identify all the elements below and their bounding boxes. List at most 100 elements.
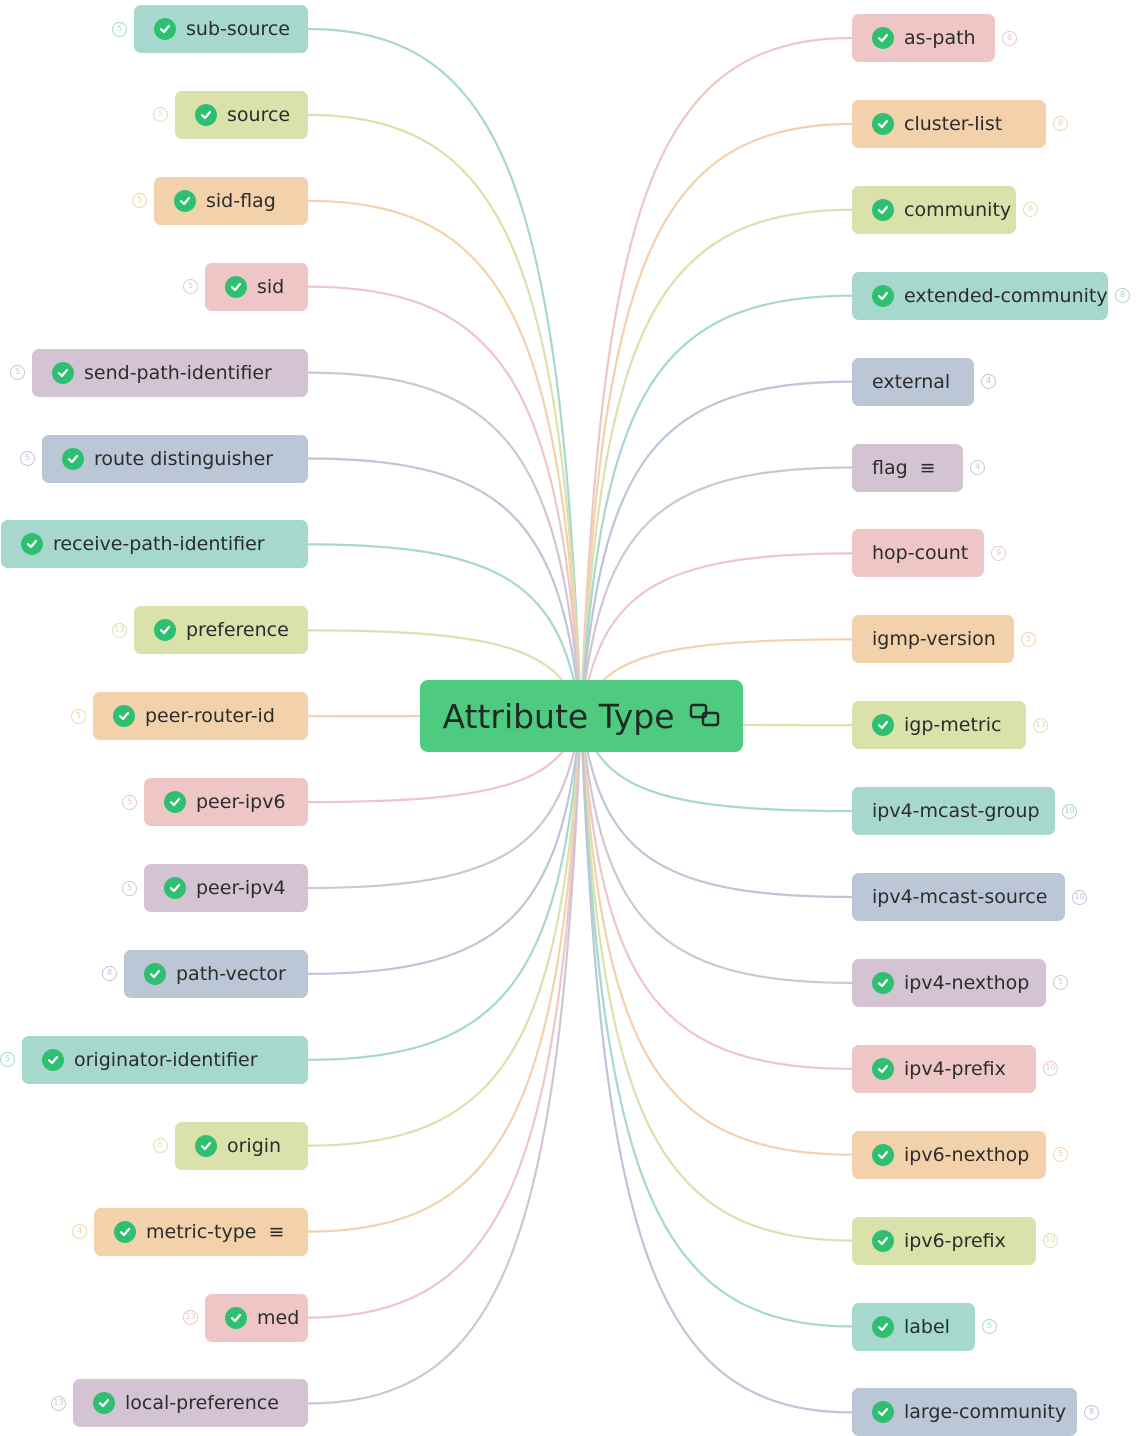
check-circle-icon: [872, 1316, 894, 1338]
link-cards-icon[interactable]: [689, 697, 721, 736]
child-count-badge[interactable]: 4: [970, 460, 985, 475]
child-count-badge[interactable]: 13: [51, 1396, 66, 1411]
left-node-peer-ipv4[interactable]: peer-ipv4: [144, 864, 308, 912]
node-label: igp-metric: [904, 714, 1001, 736]
check-circle-icon: [62, 448, 84, 470]
child-count-badge[interactable]: 10: [1062, 804, 1077, 819]
connector-line: [581, 716, 852, 1327]
left-node-send-path-identifier[interactable]: send-path-identifier: [32, 349, 308, 397]
node-label: sid: [257, 276, 284, 298]
left-node-peer-router-id[interactable]: peer-router-id: [93, 692, 308, 740]
central-topic-label: Attribute Type: [443, 697, 675, 736]
left-node-sid-flag[interactable]: sid-flag: [154, 177, 308, 225]
right-node-ipv4-mcast-source[interactable]: ipv4-mcast-source: [852, 873, 1065, 921]
child-count-badge[interactable]: 8: [1084, 1405, 1099, 1420]
right-node-igmp-version[interactable]: igmp-version: [852, 615, 1014, 663]
child-count-badge[interactable]: 8: [1002, 31, 1017, 46]
node-label: sid-flag: [206, 190, 276, 212]
node-label: ipv4-mcast-group: [872, 800, 1040, 822]
child-count-badge[interactable]: 13: [112, 623, 127, 638]
right-node-community[interactable]: community: [852, 186, 1016, 234]
child-count-badge[interactable]: 4: [981, 374, 996, 389]
right-node-ipv4-nexthop[interactable]: ipv4-nexthop: [852, 959, 1046, 1007]
node-label: extended-community: [904, 285, 1108, 307]
node-label: preference: [186, 619, 289, 641]
connector-line: [308, 29, 581, 716]
node-label: ipv6-prefix: [904, 1230, 1006, 1252]
check-circle-icon: [872, 199, 894, 221]
connector-line: [308, 287, 581, 716]
right-node-cluster-list[interactable]: cluster-list: [852, 100, 1046, 148]
check-circle-icon: [872, 1401, 894, 1423]
check-circle-icon: [872, 972, 894, 994]
left-node-local-preference[interactable]: local-preference: [73, 1379, 308, 1427]
right-node-ipv4-prefix[interactable]: ipv4-prefix: [852, 1045, 1036, 1093]
right-node-as-path[interactable]: as-path: [852, 14, 995, 62]
left-node-path-vector[interactable]: path-vector: [124, 950, 308, 998]
left-node-preference[interactable]: preference: [134, 606, 308, 654]
child-count-badge[interactable]: 9: [991, 546, 1006, 561]
node-label: community: [904, 199, 1011, 221]
notes-lines-icon[interactable]: ≡: [920, 457, 936, 479]
right-node-ipv6-prefix[interactable]: ipv6-prefix: [852, 1217, 1036, 1265]
check-circle-icon: [872, 1058, 894, 1080]
child-count-badge[interactable]: 5: [122, 795, 137, 810]
left-node-source[interactable]: source: [175, 91, 308, 139]
connector-line: [581, 716, 852, 1155]
check-circle-icon: [93, 1392, 115, 1414]
right-node-large-community[interactable]: large-community: [852, 1388, 1077, 1436]
node-label: large-community: [904, 1401, 1066, 1423]
child-count-badge[interactable]: 5: [982, 1319, 997, 1334]
child-count-badge[interactable]: 5: [10, 365, 25, 380]
right-node-ipv4-mcast-group[interactable]: ipv4-mcast-group: [852, 787, 1055, 835]
connector-line: [581, 716, 852, 1412]
right-node-ipv6-nexthop[interactable]: ipv6-nexthop: [852, 1131, 1046, 1179]
right-node-extended-community[interactable]: extended-community: [852, 272, 1108, 320]
left-node-sub-source[interactable]: sub-source: [134, 5, 308, 53]
right-node-label[interactable]: label: [852, 1303, 975, 1351]
node-label: external: [872, 371, 950, 393]
left-node-metric-type[interactable]: metric-type≡: [94, 1208, 308, 1256]
connector-line: [308, 716, 581, 1318]
node-label: cluster-list: [904, 113, 1002, 135]
notes-lines-icon[interactable]: ≡: [268, 1221, 284, 1243]
check-circle-icon: [225, 1307, 247, 1329]
right-node-flag[interactable]: flag≡: [852, 444, 963, 492]
node-label: sub-source: [186, 18, 290, 40]
child-count-badge[interactable]: 13: [183, 1310, 198, 1325]
check-circle-icon: [872, 27, 894, 49]
child-count-badge[interactable]: 4: [72, 1224, 87, 1239]
child-count-badge[interactable]: 5: [1021, 632, 1036, 647]
child-count-badge[interactable]: 5: [71, 709, 86, 724]
left-node-route-distinguisher[interactable]: route distinguisher: [42, 435, 308, 483]
child-count-badge[interactable]: 5: [20, 451, 35, 466]
right-node-external[interactable]: external: [852, 358, 974, 406]
left-node-originator-identifier[interactable]: originator-identifier: [22, 1036, 308, 1084]
check-circle-icon: [144, 963, 166, 985]
left-node-sid[interactable]: sid: [205, 263, 308, 311]
central-topic[interactable]: Attribute Type: [420, 680, 743, 752]
node-label: peer-ipv4: [196, 877, 286, 899]
child-count-badge[interactable]: 5: [122, 881, 137, 896]
node-label: ipv6-nexthop: [904, 1144, 1029, 1166]
left-node-peer-ipv6[interactable]: peer-ipv6: [144, 778, 308, 826]
node-label: path-vector: [176, 963, 286, 985]
left-node-receive-path-identifier[interactable]: receive-path-identifier: [1, 520, 308, 568]
node-label: local-preference: [125, 1392, 279, 1414]
check-circle-icon: [42, 1049, 64, 1071]
check-circle-icon: [872, 1144, 894, 1166]
child-count-badge[interactable]: 13: [1033, 718, 1048, 733]
node-label: send-path-identifier: [84, 362, 272, 384]
child-count-badge[interactable]: 10: [1072, 890, 1087, 905]
node-label: peer-router-id: [145, 705, 275, 727]
child-count-badge[interactable]: 10: [1043, 1233, 1058, 1248]
check-circle-icon: [52, 362, 74, 384]
child-count-badge[interactable]: 5: [112, 22, 127, 37]
check-circle-icon: [21, 533, 43, 555]
node-label: hop-count: [872, 542, 968, 564]
right-node-hop-count[interactable]: hop-count: [852, 529, 984, 577]
node-label: igmp-version: [872, 628, 996, 650]
right-node-igp-metric[interactable]: igp-metric: [852, 701, 1026, 749]
left-node-origin[interactable]: origin: [175, 1122, 308, 1170]
left-node-med[interactable]: med: [205, 1294, 308, 1342]
